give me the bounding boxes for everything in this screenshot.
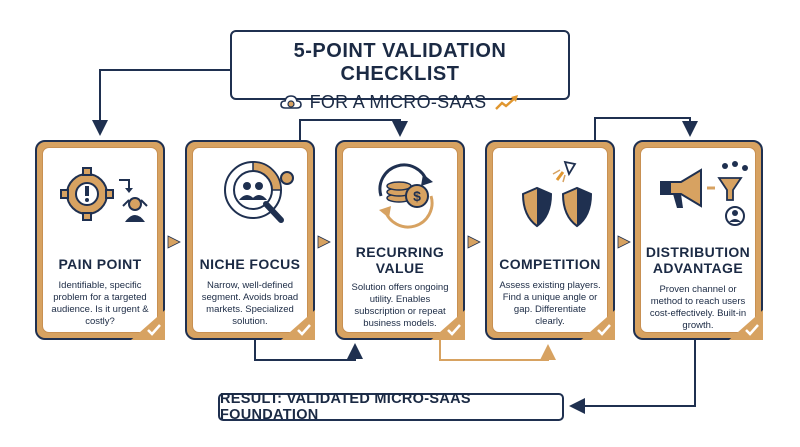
step-card-competition: COMPETITION Assess existing players. Fin… [485,140,615,340]
step-desc: Proven channel or method to reach users … [649,284,747,331]
step-title-line: RECURRING [355,244,445,260]
check-icon [729,310,763,340]
trend-arrow-icon [495,94,519,110]
step-title-line: ADVANTAGE [652,260,744,276]
step-title: PAIN POINT [58,256,142,272]
step-card-niche-focus: NICHE FOCUS Narrow, well-defined segment… [185,140,315,340]
svg-text:$: $ [413,188,421,204]
check-icon [131,310,165,340]
check-icon [431,310,465,340]
coin-cycle-icon: $ [378,163,434,229]
result-box: RESULT: VALIDATED MICRO-SAAS FOUNDATION [218,391,564,423]
check-icon [581,310,615,340]
step-card-pain-point: PAIN POINT Identifiable, specific proble… [35,140,165,340]
step-title: NICHE FOCUS [199,256,301,272]
step-title-line: DISTRIBUTION [645,244,751,260]
check-icon [281,310,315,340]
title-box: 5-POINT VALIDATION CHECKLIST FOR A MICRO… [230,30,570,112]
step-title: COMPETITION [499,256,601,272]
step-title-line: VALUE [375,260,425,276]
result-label: RESULT: VALIDATED MICRO-SAAS FOUNDATION [220,391,471,423]
step-desc: Assess existing players. Find a unique a… [499,280,601,327]
step-desc: Identifiable, specific problem for a tar… [51,280,149,327]
cloud-gear-icon [279,94,302,109]
step-card-recurring-value: $ RECURRING VALUE Solution offers ongoin… [335,140,465,340]
shields-rocket-icon [521,160,593,228]
title-sub: FOR A MICRO-SAAS [309,92,487,112]
target-magnifier-icon [224,161,294,223]
step-card-distribution-advantage: DISTRIBUTION ADVANTAGE Proven channel or… [633,140,763,340]
step-desc: Solution offers ongoing utility. Enables… [351,282,449,329]
gear-alert-icon [60,167,148,222]
megaphone-funnel-icon [660,161,748,226]
title-main: 5-POINT VALIDATION CHECKLIST [293,40,507,85]
step-title: DISTRIBUTION ADVANTAGE [641,244,755,276]
step-desc: Narrow, well-defined segment. Avoids bro… [201,280,299,327]
step-title: RECURRING VALUE [343,244,457,276]
